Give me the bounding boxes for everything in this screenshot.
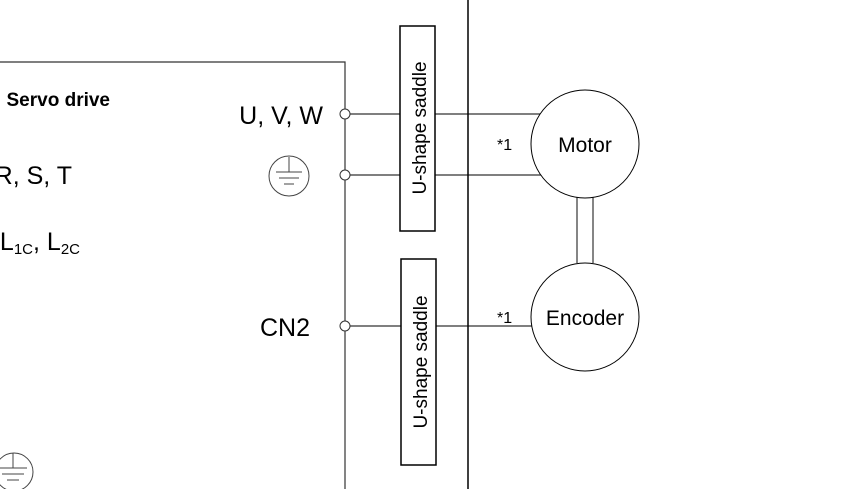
encoder-cable-note: *1 — [497, 310, 512, 327]
power-input-label: R, S, T — [0, 162, 72, 190]
terminal-ground — [339, 169, 351, 181]
motor-circle — [530, 89, 640, 199]
control-power-label: L1C, L2C — [0, 228, 80, 258]
u-shape-saddle-bottom-label: U-shape saddle — [411, 295, 432, 428]
servo-drive-box — [0, 61, 346, 489]
terminal-cn2 — [339, 320, 351, 332]
encoder-terminal-label: CN2 — [260, 314, 310, 342]
motor-terminal-label: U, V, W — [239, 102, 323, 130]
motor-label: Motor — [558, 134, 612, 157]
motor-cable-note: *1 — [497, 137, 512, 154]
encoder-circle — [530, 262, 640, 372]
u-shape-saddle-top — [399, 25, 436, 232]
ground-icon-bottom — [0, 452, 34, 489]
terminal-uvw — [339, 108, 351, 120]
u-shape-saddle-top-label: U-shape saddle — [410, 61, 431, 194]
servo-drive-title: Servo drive — [7, 90, 111, 111]
encoder-label: Encoder — [546, 307, 624, 330]
u-shape-saddle-bottom — [400, 258, 437, 466]
ground-icon — [268, 155, 310, 197]
